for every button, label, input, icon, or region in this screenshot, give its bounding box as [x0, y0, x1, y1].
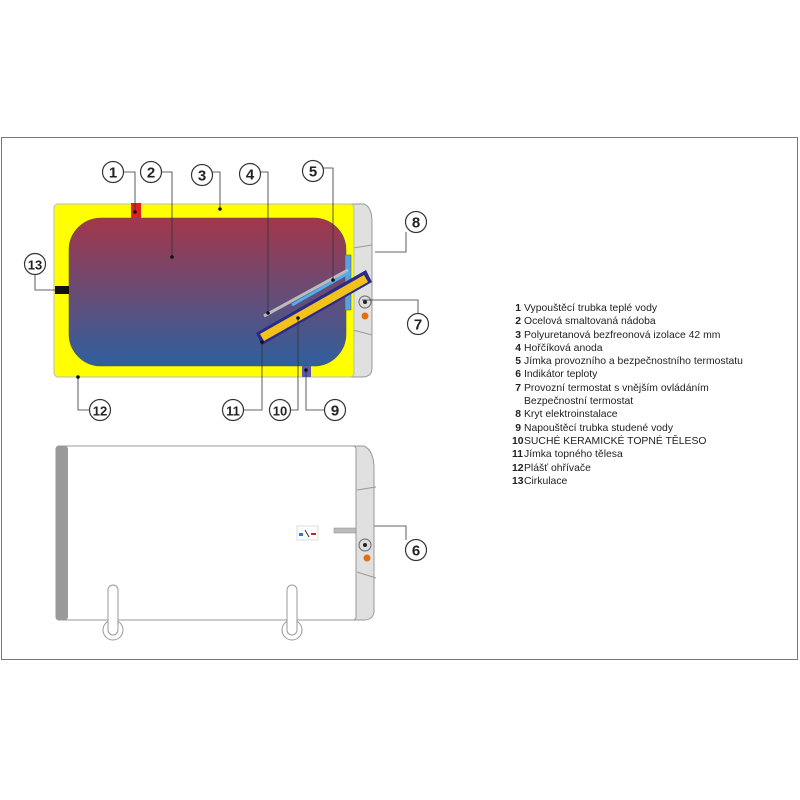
indicator-light [361, 312, 369, 320]
hot-water-outlet [131, 203, 141, 218]
callout-13: 13 [23, 252, 47, 276]
legend-text: Hořčíková anoda [524, 342, 603, 354]
legend-text: Vypouštěcí trubka teplé vody [524, 303, 658, 314]
legend-number: 3 [515, 329, 521, 341]
ceramic-heating-element [260, 275, 368, 341]
legend-number: 13 [512, 475, 524, 487]
callout-number: 2 [147, 165, 155, 182]
mounting-leg-left [102, 584, 124, 641]
callout-4: 4 [238, 162, 262, 186]
legend-number: 8 [515, 409, 521, 421]
callout-number: 11 [226, 404, 240, 419]
callout-number: 9 [331, 403, 339, 420]
mounting-leg-right [281, 584, 303, 641]
callout-10: 10 [268, 398, 292, 422]
callout-11: 11 [221, 398, 245, 422]
exterior-indicator-light [363, 554, 371, 562]
legend-item: 11Jímka topného tělesa [512, 448, 743, 461]
legend-text: Plášť ohřívače [524, 462, 591, 474]
legend-number: 7 [515, 382, 521, 394]
callout-number: 7 [414, 317, 422, 334]
diagram-frame [1, 137, 798, 660]
legend-text: Ocelová smaltovaná nádoba [524, 316, 656, 328]
temperature-scale-icon [296, 525, 319, 541]
legend-number: 10 [512, 435, 524, 447]
exterior-cover [353, 445, 375, 621]
callout-number: 12 [93, 404, 107, 419]
legend-text-continued: Bezpečnostní termostat [524, 396, 634, 408]
temperature-indicator [333, 527, 357, 534]
callout-number: 8 [412, 215, 420, 232]
legend-number: 12 [512, 462, 524, 474]
callout-3: 3 [190, 163, 214, 187]
legend-text: Kryt elektroinstalace [524, 409, 618, 421]
callout-12: 12 [88, 398, 112, 422]
callout-8: 8 [404, 210, 428, 234]
legend-number: 1 [515, 303, 521, 314]
legend-text: Indikátor teploty [524, 369, 598, 381]
callout-number: 5 [309, 164, 317, 181]
magnesium-anode [263, 268, 349, 318]
legend-text: Provozní termostat s vnějším ovládáním [524, 382, 709, 394]
legend-item: 13Cirkulace [512, 475, 743, 488]
callout-number: 1 [109, 165, 117, 182]
callout-2: 2 [139, 160, 163, 184]
legend-text: Napouštěcí trubka studené vody [524, 422, 674, 434]
legend-text: SUCHÉ KERAMICKÉ TOPNÉ TĚLESO [524, 435, 707, 447]
callout-number: 3 [198, 168, 206, 185]
callout-1: 1 [101, 160, 125, 184]
callout-7: 7 [406, 312, 430, 336]
leader-lines [34, 167, 419, 540]
legend-number: 2 [515, 316, 521, 328]
circulation-pipe [55, 286, 69, 294]
shell-side-strip [56, 446, 68, 620]
callout-number: 6 [412, 543, 420, 560]
thermostat-well [291, 270, 351, 307]
legend-number: 9 [515, 422, 521, 434]
legend-text: Jímka topného tělesa [524, 449, 623, 461]
legend-text: Polyuretanová bezfreonová izolace 42 mm [524, 329, 721, 341]
callout-number: 10 [273, 404, 287, 419]
legend-number: 5 [515, 356, 521, 368]
legend-number: 4 [515, 342, 521, 354]
exterior-view [55, 445, 377, 641]
legend-text: Jímka provozního a bezpečnostního termos… [524, 356, 743, 368]
legend-number: 11 [512, 449, 523, 461]
legend-item: 12Plášť ohřívače [512, 462, 743, 475]
callout-5: 5 [301, 159, 325, 183]
cross-section-view [53, 203, 373, 378]
callout-9: 9 [323, 398, 347, 422]
steel-tank [68, 217, 347, 367]
callout-6: 6 [404, 538, 428, 562]
legend-number: 6 [515, 369, 521, 381]
callout-number: 13 [28, 258, 42, 273]
legend-item: 10SUCHÉ KERAMICKÉ TOPNÉ TĚLESO [512, 435, 743, 448]
legend-text: Cirkulace [524, 475, 568, 487]
callout-number: 4 [246, 167, 255, 184]
